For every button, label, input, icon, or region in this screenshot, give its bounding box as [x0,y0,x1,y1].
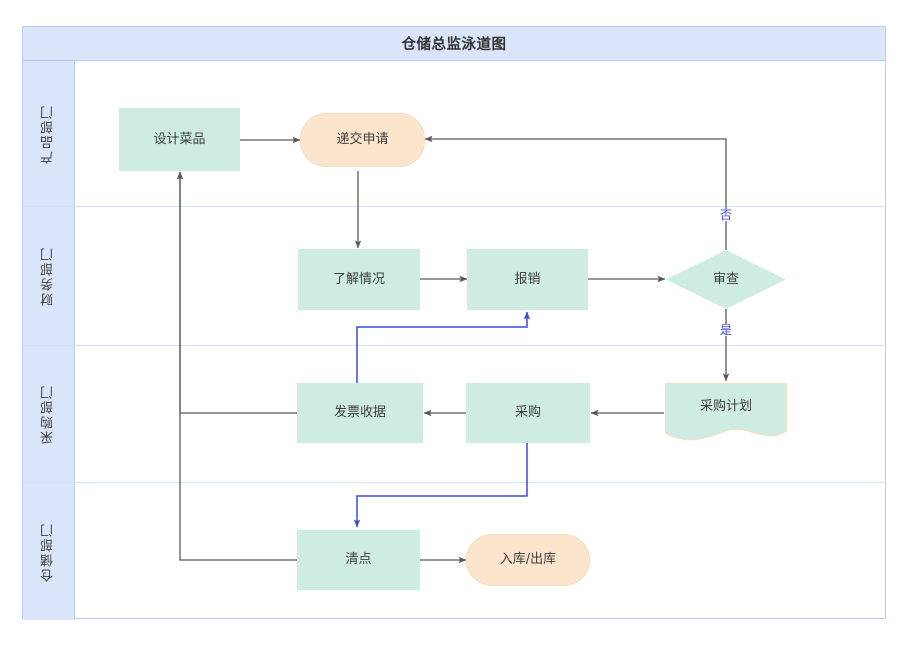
node-design-label: 设计菜品 [153,131,206,147]
node-inout-label: 入库/出库 [499,552,557,568]
node-review[interactable]: 审查 [666,250,786,309]
node-count-label: 清点 [345,552,372,568]
node-invoice[interactable]: 发票收据 [297,383,423,443]
node-submit[interactable]: 递交申请 [300,113,425,167]
edge-label-no: 否 [718,208,735,222]
node-understand-label: 了解情况 [332,271,385,287]
document-shape-icon [665,383,787,441]
edge-label-yes: 是 [718,323,735,337]
node-review-label: 审查 [712,271,739,287]
diagram-title: 仓储总监泳道图 [401,37,507,53]
diagram-title-bar: 仓储总监泳道图 [23,27,885,61]
node-reimburse[interactable]: 报销 [467,249,588,310]
lane-header-product: 产品部门 [23,61,75,206]
lane-header-warehouse: 仓储部门 [23,483,75,620]
lane-label-product: 产品部门 [41,103,56,164]
node-submit-label: 递交申请 [336,132,389,148]
node-invoice-label: 发票收据 [333,405,386,421]
node-purchase-label: 采购 [514,405,541,421]
lane-header-purchase: 采购部门 [23,346,75,482]
node-purchase-plan-label: 采购计划 [699,399,752,415]
node-design[interactable]: 设计菜品 [119,108,240,171]
lane-label-finance: 财务部门 [41,246,56,306]
node-inout[interactable]: 入库/出库 [466,534,590,586]
node-understand[interactable]: 了解情况 [298,249,420,310]
node-reimburse-label: 报销 [514,271,541,287]
lane-warehouse: 仓储部门 [23,483,885,620]
diamond-shape-icon [666,250,786,309]
node-purchase-plan[interactable]: 采购计划 [665,383,787,443]
node-purchase[interactable]: 采购 [466,383,590,443]
node-count[interactable]: 清点 [297,530,420,590]
lane-product: 产品部门 [23,61,885,207]
lane-header-finance: 财务部门 [23,207,75,345]
lane-label-warehouse: 仓储部门 [41,521,56,582]
lane-container: 产品部门 财务部门 采购部门 仓储部门 [23,61,885,620]
lane-label-purchase: 采购部门 [41,384,56,444]
